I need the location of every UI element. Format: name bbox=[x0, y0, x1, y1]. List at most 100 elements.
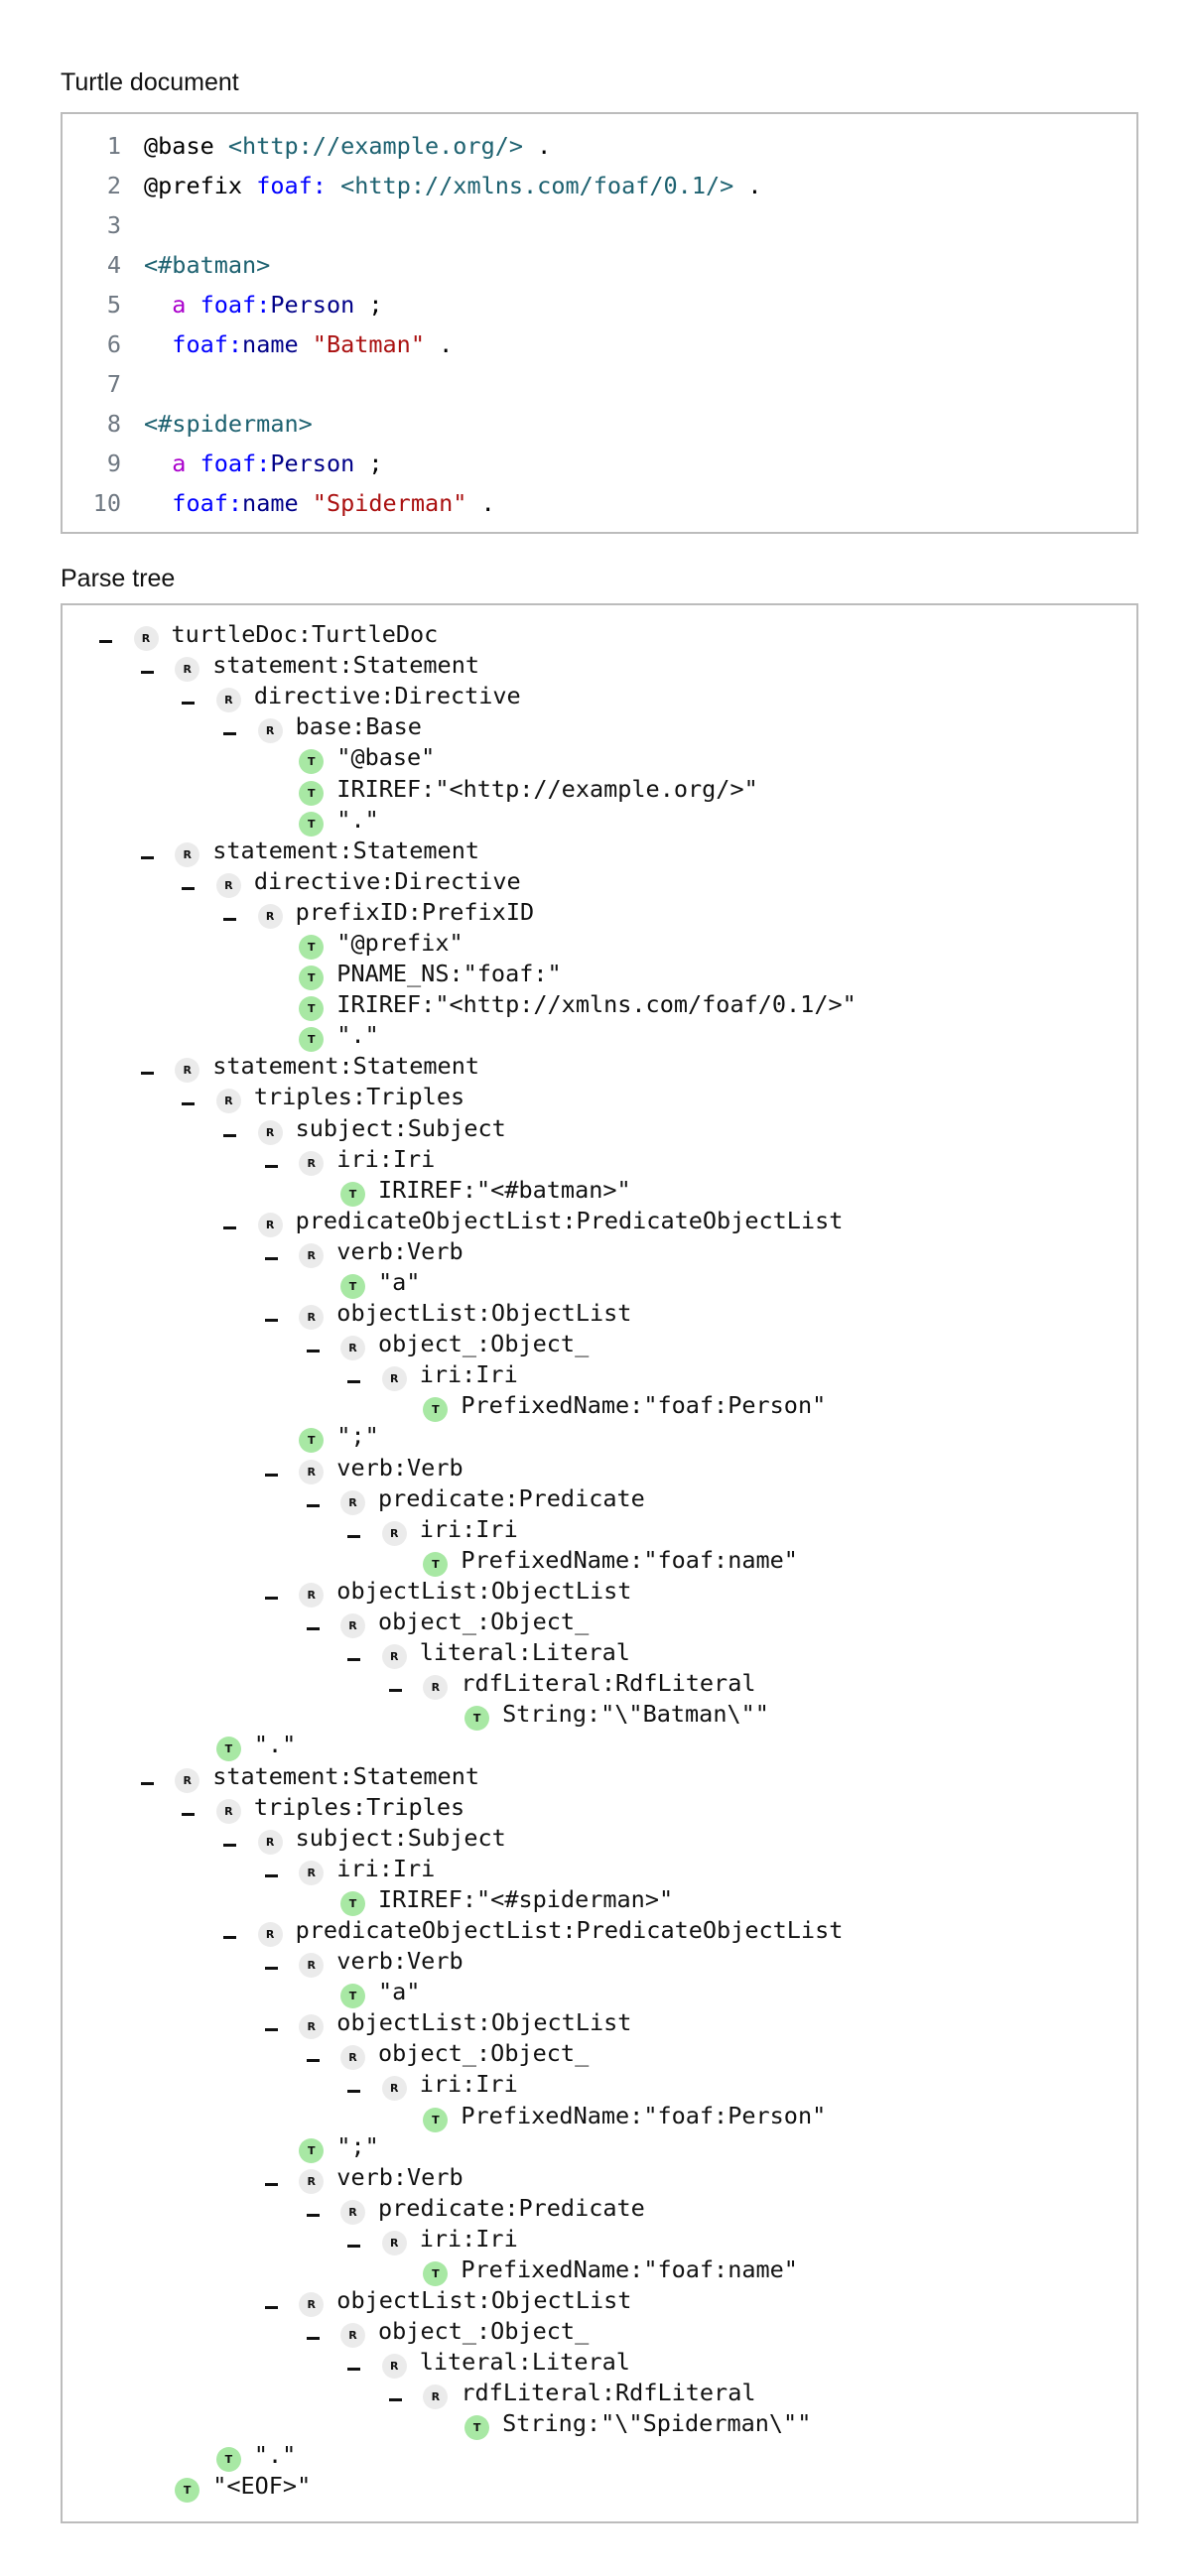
collapse-icon[interactable] bbox=[347, 2244, 361, 2248]
code-line[interactable]: 1@base <http://example.org/> . bbox=[63, 126, 1136, 166]
collapse-icon[interactable] bbox=[306, 1503, 320, 1507]
code-line[interactable]: 3 bbox=[63, 205, 1136, 245]
collapse-icon[interactable] bbox=[264, 1596, 278, 1600]
code-line[interactable]: 10 foaf:name "Spiderman" . bbox=[63, 483, 1136, 523]
collapse-icon[interactable] bbox=[264, 1319, 278, 1323]
collapse-icon[interactable] bbox=[223, 1225, 237, 1229]
code-text[interactable]: foaf:name "Spiderman" . bbox=[144, 483, 494, 523]
collapse-icon[interactable] bbox=[306, 2337, 320, 2341]
code-text[interactable]: @base <http://example.org/> . bbox=[144, 126, 551, 166]
code-text[interactable]: @prefix foaf: <http://xmlns.com/foaf/0.1… bbox=[144, 166, 762, 205]
collapse-icon[interactable] bbox=[264, 2182, 278, 2186]
collapse-icon[interactable] bbox=[182, 1102, 196, 1106]
code-line[interactable]: 2@prefix foaf: <http://xmlns.com/foaf/0.… bbox=[63, 166, 1136, 205]
turtle-editor[interactable]: 1@base <http://example.org/> .2@prefix f… bbox=[61, 112, 1138, 534]
code-lines[interactable]: 1@base <http://example.org/> .2@prefix f… bbox=[63, 114, 1136, 523]
collapse-icon[interactable] bbox=[264, 2306, 278, 2310]
code-line[interactable]: 7 bbox=[63, 364, 1136, 404]
collapse-icon[interactable] bbox=[182, 886, 196, 890]
collapse-icon[interactable] bbox=[264, 2028, 278, 2032]
collapse-icon[interactable] bbox=[347, 1534, 361, 1538]
collapse-icon[interactable] bbox=[306, 2213, 320, 2217]
code-text[interactable]: a foaf:Person ; bbox=[144, 285, 382, 324]
code-line[interactable]: 9 a foaf:Person ; bbox=[63, 444, 1136, 483]
tree-node-terminal: T"." bbox=[63, 1730, 1136, 1762]
collapse-icon[interactable] bbox=[223, 732, 237, 736]
collapse-icon[interactable] bbox=[347, 2368, 361, 2372]
collapse-icon[interactable] bbox=[264, 1967, 278, 1971]
collapse-icon[interactable] bbox=[264, 1473, 278, 1477]
collapse-icon[interactable] bbox=[347, 2090, 361, 2094]
code-text[interactable]: a foaf:Person ; bbox=[144, 444, 382, 483]
collapse-icon[interactable] bbox=[140, 855, 154, 859]
collapse-icon[interactable] bbox=[347, 1658, 361, 1662]
collapse-icon[interactable] bbox=[223, 1133, 237, 1137]
code-text[interactable]: foaf:name "Batman" . bbox=[144, 324, 453, 364]
code-text[interactable]: <#batman> bbox=[144, 245, 270, 285]
code-line[interactable]: 4<#batman> bbox=[63, 245, 1136, 285]
code-text[interactable]: <#spiderman> bbox=[144, 404, 313, 444]
collapse-icon[interactable] bbox=[182, 702, 196, 706]
collapse-icon[interactable] bbox=[388, 1689, 402, 1693]
collapse-icon[interactable] bbox=[306, 1350, 320, 1353]
collapse-icon[interactable] bbox=[264, 1164, 278, 1168]
code-line[interactable]: 5 a foaf:Person ; bbox=[63, 285, 1136, 324]
collapse-icon[interactable] bbox=[99, 640, 112, 644]
collapse-icon[interactable] bbox=[306, 1627, 320, 1631]
code-line[interactable]: 8<#spiderman> bbox=[63, 404, 1136, 444]
collapse-icon[interactable] bbox=[140, 1072, 154, 1076]
collapse-icon[interactable] bbox=[306, 2059, 320, 2063]
collapse-icon[interactable] bbox=[223, 1843, 237, 1847]
collapse-icon[interactable] bbox=[182, 1812, 196, 1816]
collapse-icon[interactable] bbox=[140, 1781, 154, 1785]
collapse-icon[interactable] bbox=[223, 1935, 237, 1939]
terminal-badge-icon: T bbox=[215, 1737, 241, 1762]
collapse-icon[interactable] bbox=[140, 671, 154, 675]
collapse-icon[interactable] bbox=[223, 917, 237, 921]
code-line[interactable]: 6 foaf:name "Batman" . bbox=[63, 324, 1136, 364]
collapse-icon[interactable] bbox=[347, 1380, 361, 1384]
collapse-icon[interactable] bbox=[388, 2398, 402, 2402]
collapse-icon[interactable] bbox=[264, 1873, 278, 1877]
collapse-icon[interactable] bbox=[264, 1256, 278, 1260]
